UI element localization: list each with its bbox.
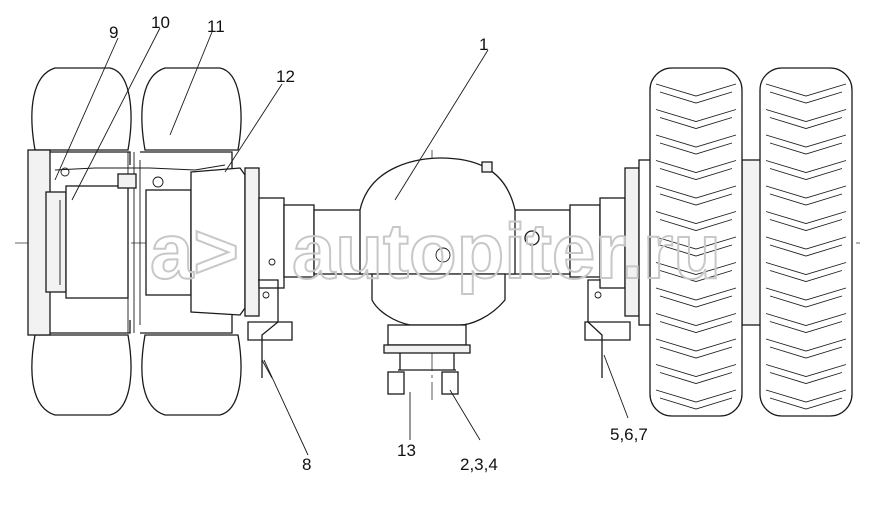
tread-chevron [655,83,737,104]
callouts: 9 10 11 12 1 8 13 2,3,4 5,6,7 [109,13,648,474]
final-drive-carrier [371,273,506,395]
tread-chevron [765,313,847,333]
tread-chevron [655,134,737,155]
tread-chevron [655,287,737,308]
watermark-text: autopiter.ru [292,207,721,295]
tread-chevron [765,211,847,231]
leader-lines [54,27,629,456]
tread-chevron [655,109,737,129]
tread-chevron [765,109,847,129]
tread-chevron [655,236,737,257]
watermark-symbol: a> [150,207,239,295]
tread-chevron [765,262,847,282]
callout-1: 1 [479,35,488,54]
callout-11: 11 [207,17,225,36]
right-treaded-tires [649,67,853,417]
left-tires-bottom [31,334,242,416]
tread-chevron [765,185,847,206]
tread-chevron [655,160,737,180]
left-brake-line [54,164,226,189]
tread-chevron [655,313,737,333]
tread-chevron [655,364,737,384]
tread-chevron [765,389,847,410]
left-tires-top [31,67,242,151]
tread-chevron [655,389,737,410]
callout-2-3-4: 2,3,4 [460,455,498,474]
axle-tubes [283,204,601,278]
left-spring-bracket [247,258,293,379]
callout-10: 10 [151,13,170,32]
callout-13: 13 [397,441,416,460]
tread-chevron [655,262,737,282]
differential-housing [359,157,540,275]
tread-chevron [655,185,737,206]
callout-9: 9 [109,23,118,42]
tread-chevron [765,364,847,384]
tread-chevron [655,211,737,231]
tread-chevron [765,160,847,180]
tread-chevron [765,236,847,257]
left-hub-housing [190,167,285,317]
tread-chevron [765,338,847,359]
tread-chevron [655,338,737,359]
callout-12: 12 [276,67,295,86]
tread-chevron [765,287,847,308]
watermark: a> autopiter.ru [149,206,722,296]
tread-chevron [765,134,847,155]
callout-8: 8 [302,455,311,474]
callout-5-6-7: 5,6,7 [610,425,648,444]
tread-chevron [765,83,847,104]
